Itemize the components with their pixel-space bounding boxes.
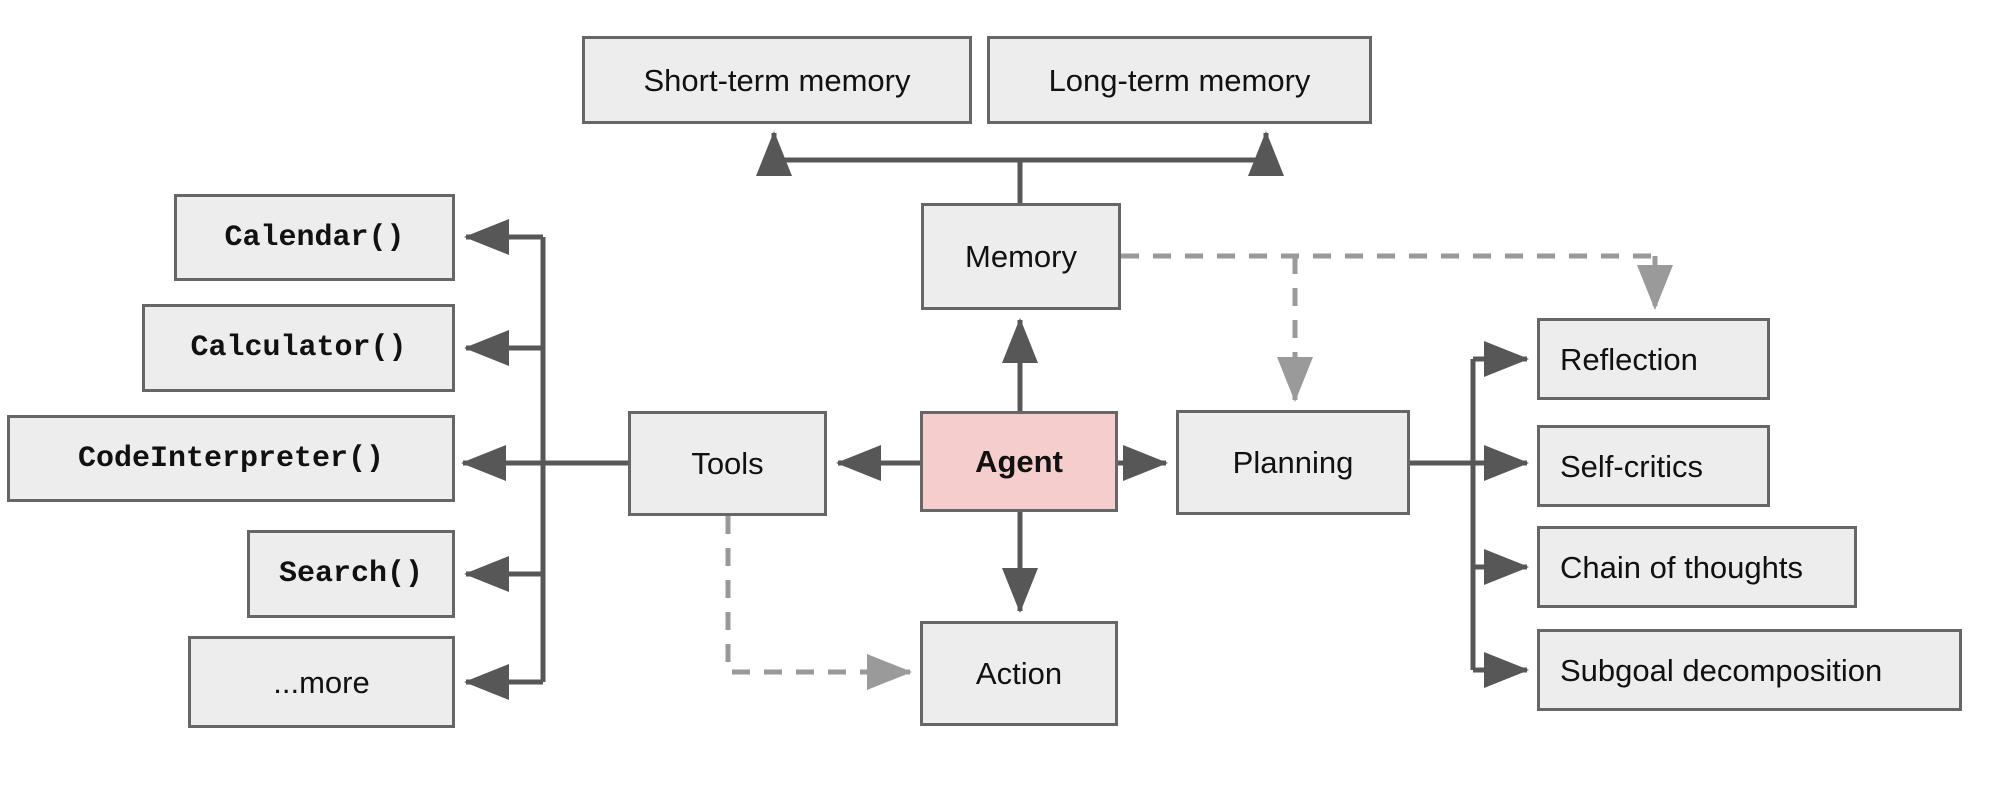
- node-label: Chain of thoughts: [1560, 549, 1804, 585]
- node-code-interpreter-tool[interactable]: CodeInterpreter(): [7, 415, 455, 502]
- node-label: Calendar(): [224, 220, 405, 255]
- node-tools[interactable]: Tools: [628, 411, 827, 516]
- node-more-tools[interactable]: ...more: [188, 636, 455, 728]
- node-memory[interactable]: Memory: [921, 203, 1121, 310]
- node-action[interactable]: Action: [920, 621, 1118, 726]
- node-label: CodeInterpreter(): [77, 441, 385, 476]
- edge-tools-to-action-dashed: [725, 516, 912, 690]
- node-label: Subgoal decomposition: [1560, 652, 1883, 688]
- node-label: Memory: [965, 239, 1077, 274]
- node-label: Action: [975, 656, 1063, 691]
- node-planning[interactable]: Planning: [1176, 410, 1410, 515]
- node-chain-of-thoughts[interactable]: Chain of thoughts: [1537, 526, 1857, 608]
- node-reflection[interactable]: Reflection: [1537, 318, 1770, 400]
- node-subgoal-decomposition[interactable]: Subgoal decomposition: [1537, 629, 1962, 711]
- node-label: Long-term memory: [1048, 62, 1311, 98]
- node-label: Agent: [975, 444, 1063, 479]
- node-search-tool[interactable]: Search(): [247, 530, 455, 618]
- node-label: Search(): [278, 557, 424, 591]
- node-short-term-memory[interactable]: Short-term memory: [582, 36, 972, 124]
- node-label: Self-critics: [1560, 448, 1703, 484]
- node-self-critics[interactable]: Self-critics: [1537, 425, 1770, 507]
- node-label: ...more: [273, 664, 370, 700]
- node-long-term-memory[interactable]: Long-term memory: [987, 36, 1372, 124]
- node-label: Calculator(): [190, 331, 407, 365]
- node-calculator-tool[interactable]: Calculator(): [142, 304, 455, 392]
- node-agent[interactable]: Agent: [920, 411, 1118, 512]
- node-label: Tools: [691, 446, 764, 481]
- node-label: Short-term memory: [643, 62, 911, 98]
- node-label: Reflection: [1560, 341, 1698, 377]
- node-calendar-tool[interactable]: Calendar(): [174, 194, 455, 281]
- node-label: Planning: [1232, 445, 1354, 480]
